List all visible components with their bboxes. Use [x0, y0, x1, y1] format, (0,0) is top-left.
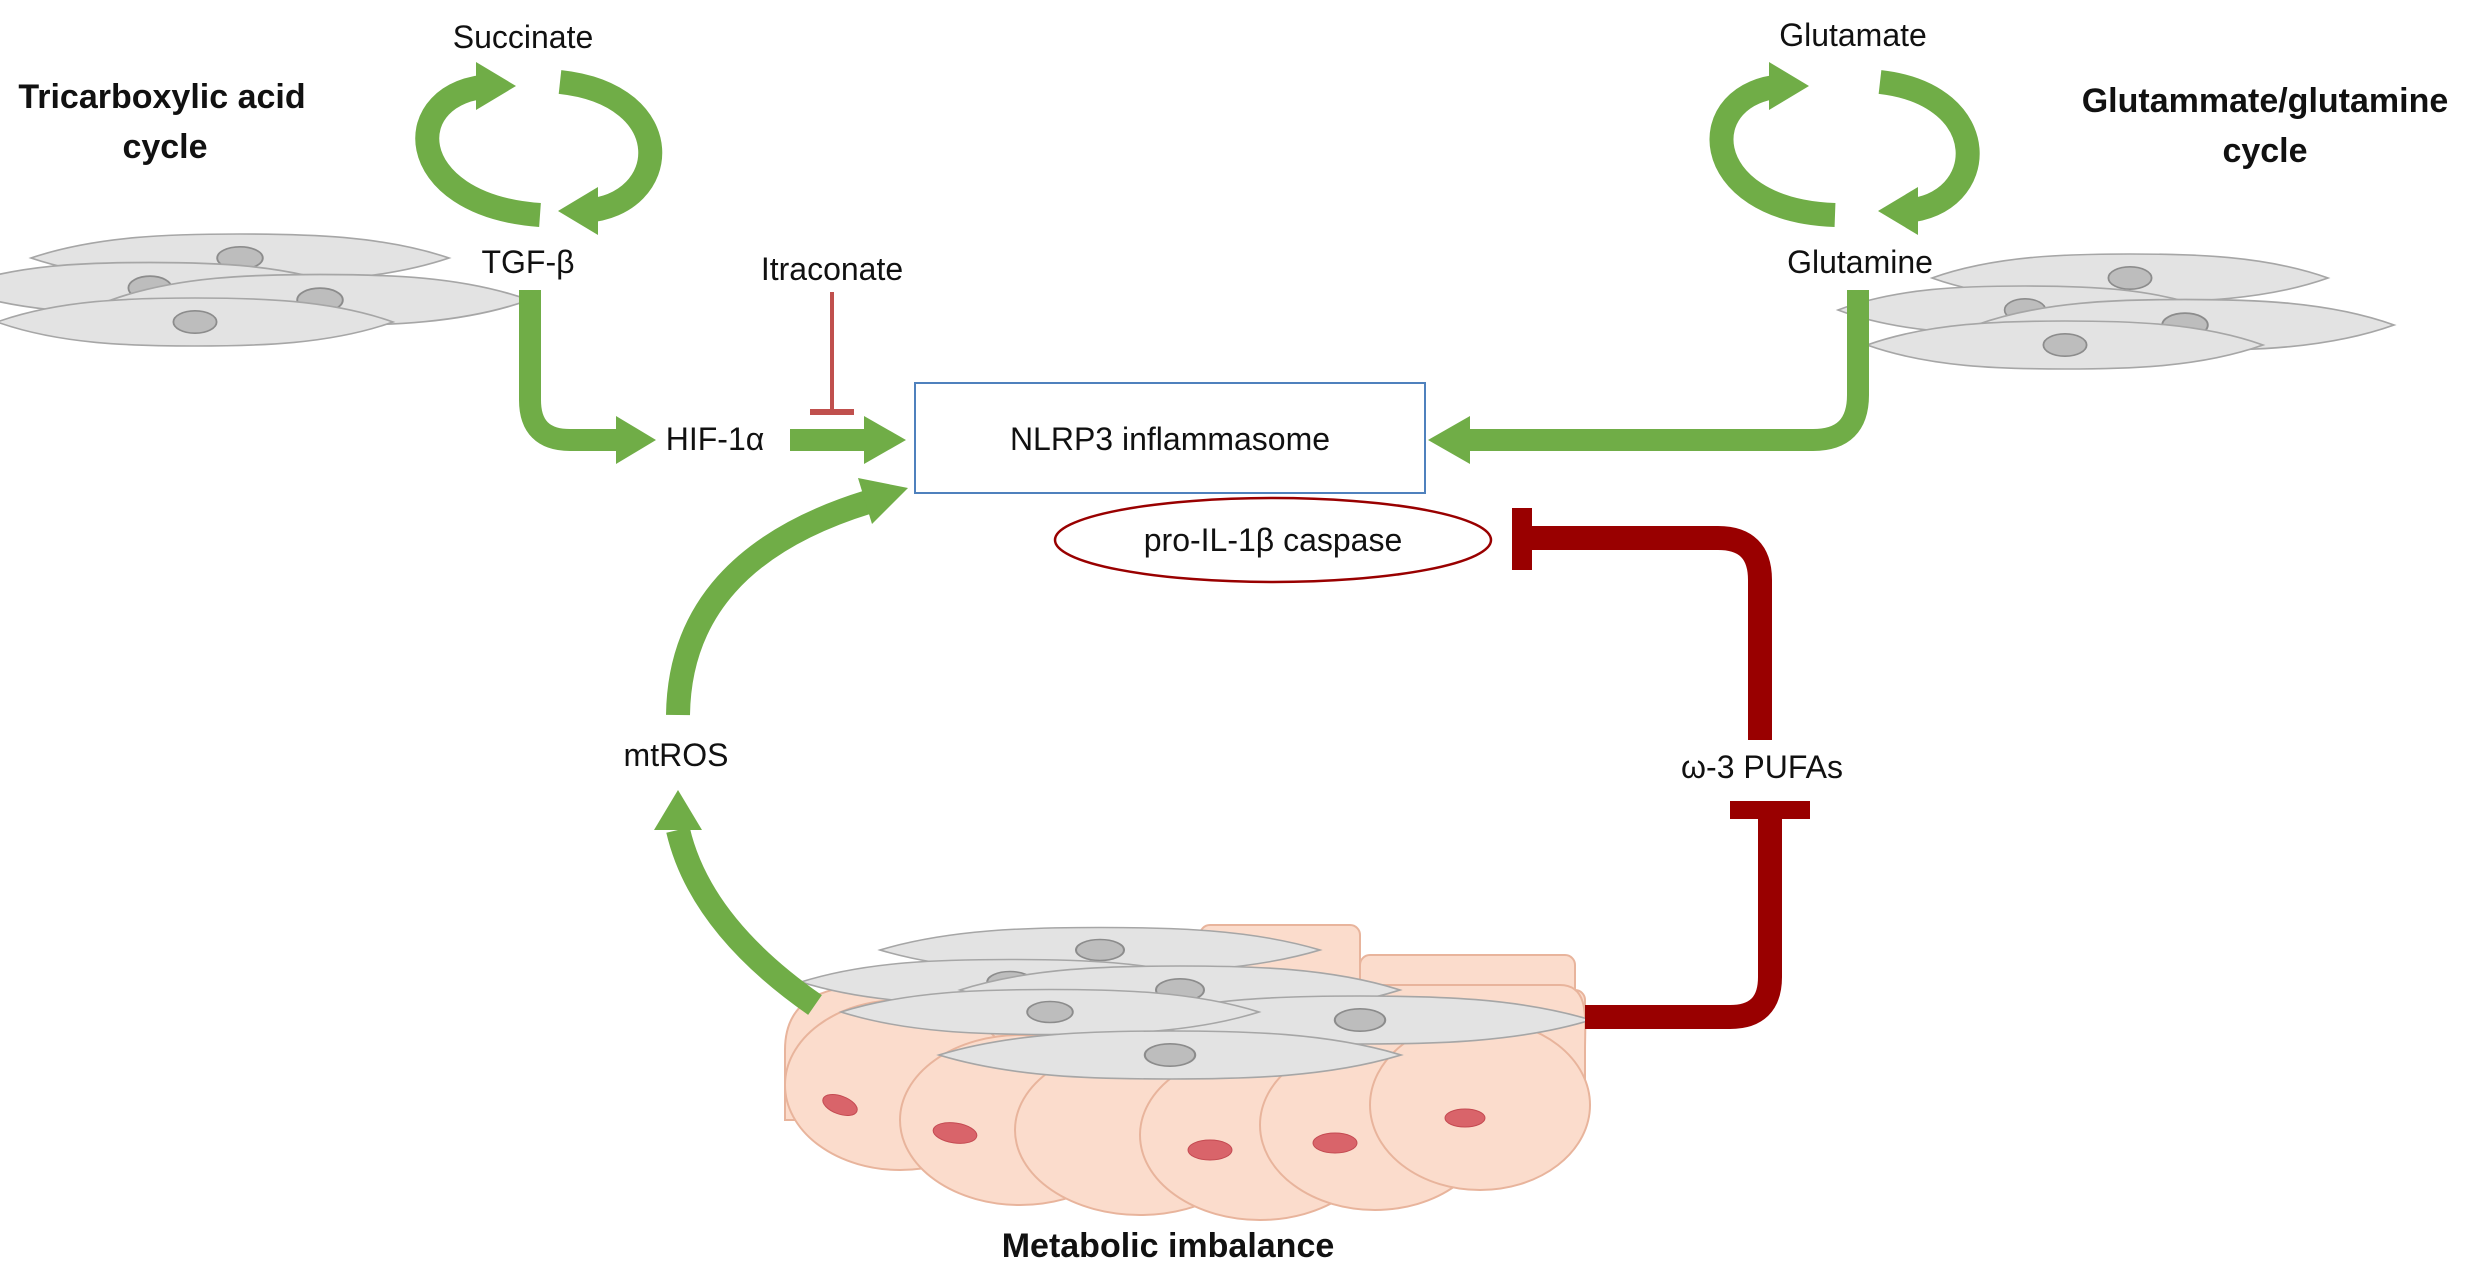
- itraconate-label: Itraconate: [761, 251, 903, 287]
- arrow-tgfb-to-hif1a: [519, 290, 656, 464]
- gg-cycle-title-line1: Glutammate/glutamine: [2082, 82, 2449, 120]
- tca-cycle-title-line1: Tricarboxylic acid: [18, 78, 305, 116]
- arrow-tissue-to-mtros: [654, 790, 822, 1015]
- succinate-label: Succinate: [453, 19, 594, 55]
- hif1a-label: HIF-1α: [666, 421, 765, 457]
- metabolic-imbalance-label: Metabolic imbalance: [1002, 1227, 1335, 1265]
- pro-il1b-label: pro-IL-1β caspase: [1144, 522, 1403, 558]
- pro-il1b-ellipse: pro-IL-1β caspase: [1053, 496, 1493, 584]
- arrow-mtros-to-nlrp3: [666, 478, 908, 716]
- inhibitor-itraconate: [810, 292, 854, 415]
- nlrp3-label: NLRP3 inflammasome: [1010, 421, 1330, 457]
- tca-cycle-title-line2: cycle: [122, 128, 207, 166]
- inhibitor-omega3-to-caspase: [1512, 508, 1772, 740]
- tca-cycle-arrows: [415, 62, 663, 235]
- glutamate-glutamine-cycle-arrows: [1709, 62, 1980, 235]
- omega3-label: ω-3 PUFAs: [1681, 749, 1843, 785]
- adipose-tissue: [784, 924, 1593, 1221]
- fibroblast-cluster-left: [0, 233, 530, 347]
- arrow-glutamine-to-nlrp3: [1428, 290, 1869, 464]
- inhibitor-tissue-to-omega3: [1585, 801, 1810, 1029]
- glutamine-label: Glutamine: [1787, 244, 1933, 280]
- glutamate-label: Glutamate: [1779, 17, 1927, 53]
- nlrp3-box: NLRP3 inflammasome: [914, 382, 1426, 494]
- tgf-beta-label: TGF-β: [481, 244, 574, 280]
- arrow-hif1a-to-nlrp3: [790, 416, 906, 464]
- mtros-label: mtROS: [624, 737, 729, 773]
- gg-cycle-title-line2: cycle: [2222, 132, 2307, 170]
